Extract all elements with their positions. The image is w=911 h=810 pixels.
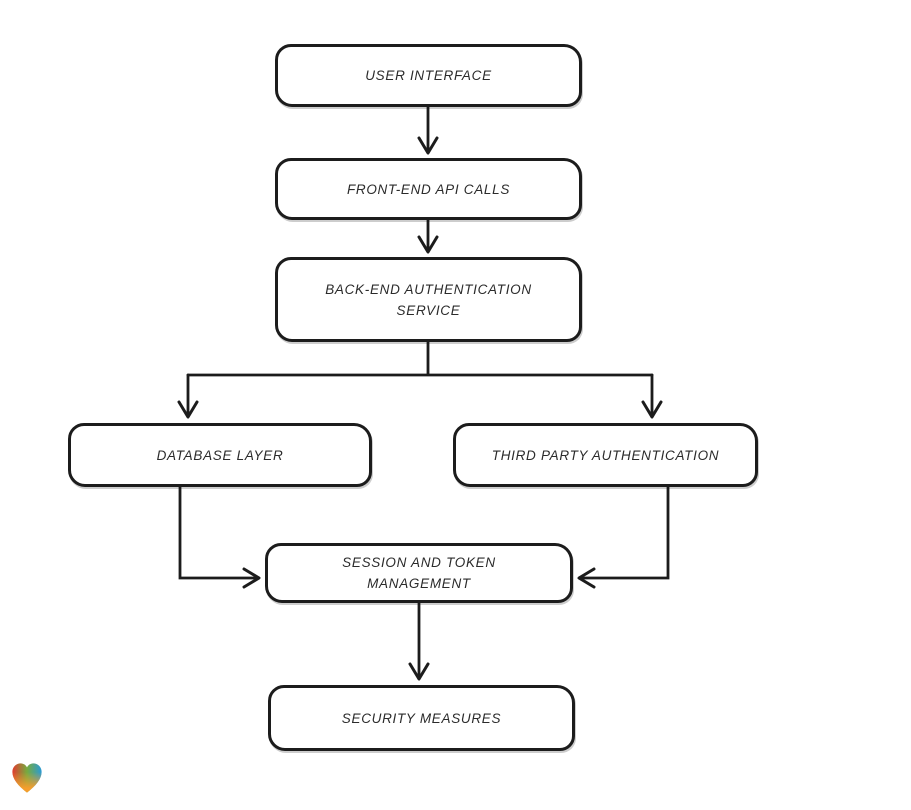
node-back-end-authentication-service[interactable]: BACK-END AUTHENTICATION SERVICE: [275, 257, 582, 342]
node-session-and-token-management[interactable]: SESSION AND TOKEN MANAGEMENT: [265, 543, 573, 603]
node-label: SECURITY MEASURES: [341, 710, 502, 726]
node-front-end-api-calls[interactable]: FRONT-END API CALLS: [275, 158, 582, 220]
heart-gradient-icon[interactable]: [9, 760, 45, 796]
node-label: USER INTERFACE: [365, 68, 492, 83]
node-label: FRONT-END API CALLS: [346, 181, 511, 197]
edge-backend-branch-trunk: [186, 340, 654, 377]
node-label: THIRD PARTY AUTHENTICATION: [491, 447, 720, 463]
node-label: SESSION AND TOKEN MANAGEMENT: [342, 555, 496, 591]
node-third-party-authentication[interactable]: THIRD PARTY AUTHENTICATION: [453, 423, 758, 487]
node-user-interface[interactable]: USER INTERFACE: [275, 44, 582, 107]
node-label: BACK-END AUTHENTICATION SERVICE: [325, 281, 532, 318]
edge-thirdparty-to-session: [577, 485, 670, 589]
node-security-measures[interactable]: SECURITY MEASURES: [268, 685, 575, 751]
node-label: DATABASE LAYER: [156, 447, 284, 463]
node-database-layer[interactable]: DATABASE LAYER: [68, 423, 372, 487]
edge-database-to-session: [178, 485, 261, 589]
